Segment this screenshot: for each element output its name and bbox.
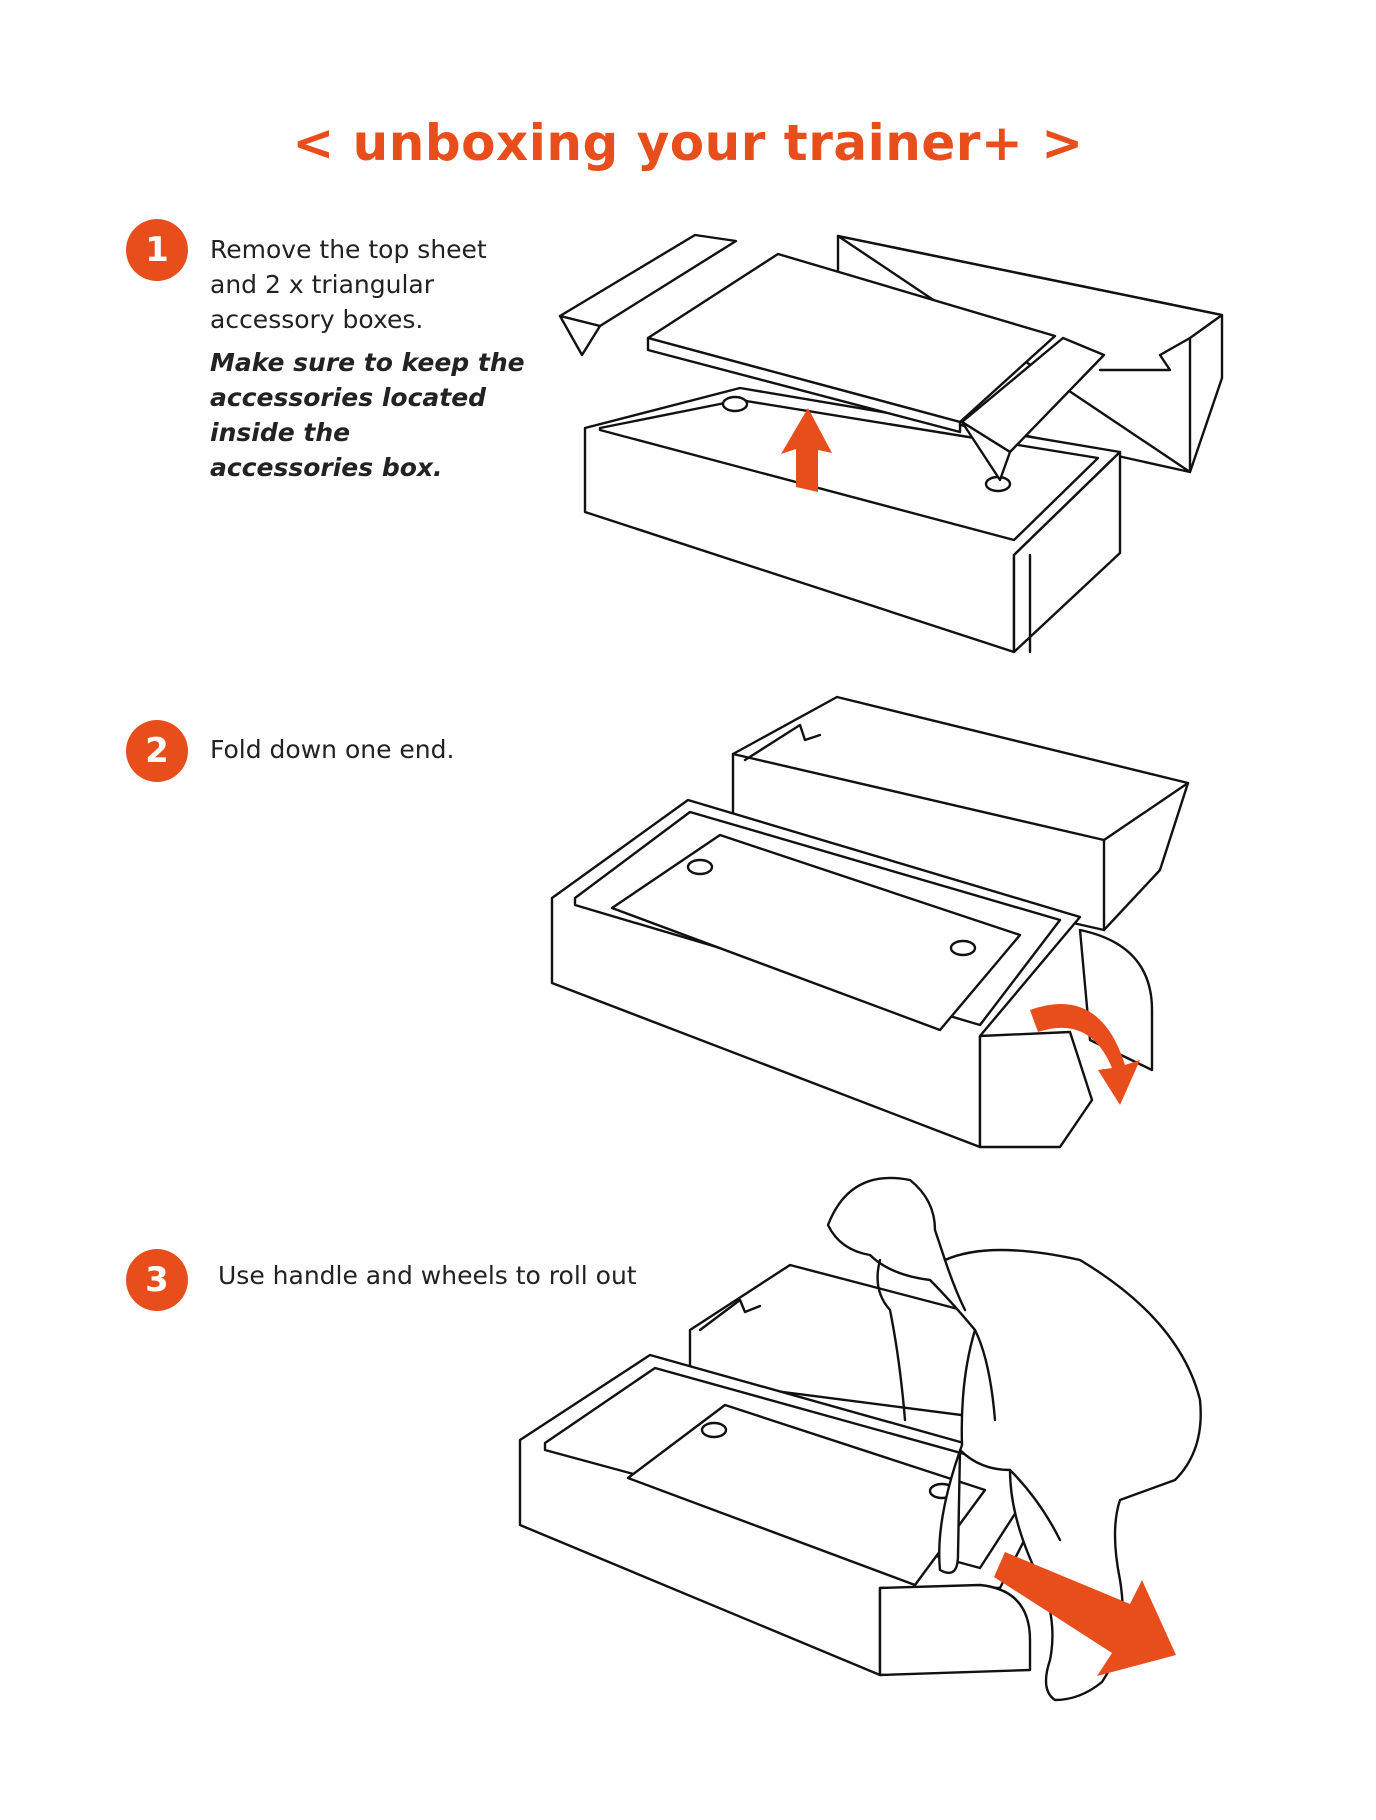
step-1-note-line-2: accessories located: [210, 383, 487, 412]
step-1-line-2: and 2 x triangular: [210, 270, 435, 299]
step-1-badge: 1: [126, 219, 188, 281]
trainer-inside: [610, 833, 1022, 1032]
folded-end-flap: [878, 1583, 1032, 1677]
person-figure: [826, 1176, 1202, 1702]
lift-up-arrow: [781, 408, 832, 492]
step-1-note-line-3: inside the: [210, 418, 351, 447]
step-3-badge: 3: [126, 1249, 188, 1311]
page-title: < unboxing your trainer+ >: [292, 113, 1084, 172]
step-2-badge: 2: [126, 720, 188, 782]
step-1-note-line-1: Make sure to keep the: [210, 348, 525, 377]
step-1-note-line-4: accessories box.: [210, 453, 443, 482]
step-1-instructions: Remove the top sheet and 2 x triangular …: [210, 232, 530, 485]
step-2-line-1: Fold down one end.: [210, 735, 455, 764]
step-1-note: Make sure to keep the accessories locate…: [210, 345, 530, 485]
pull-out-arrow: [994, 1552, 1176, 1676]
step-1-line-1: Remove the top sheet: [210, 235, 487, 264]
right-accessory-box: [960, 336, 1106, 482]
left-accessory-box: [558, 233, 738, 357]
step-1-line-3: accessory boxes.: [210, 305, 424, 334]
top-sheet: [646, 252, 1057, 434]
step-3-line-1: Use handle and wheels to roll out: [218, 1261, 637, 1290]
step-2-instructions: Fold down one end.: [210, 732, 550, 767]
step-3-instructions: Use handle and wheels to roll out: [218, 1258, 698, 1293]
folded-end-flap: [978, 928, 1154, 1149]
fold-down-arrow: [1030, 1004, 1140, 1105]
